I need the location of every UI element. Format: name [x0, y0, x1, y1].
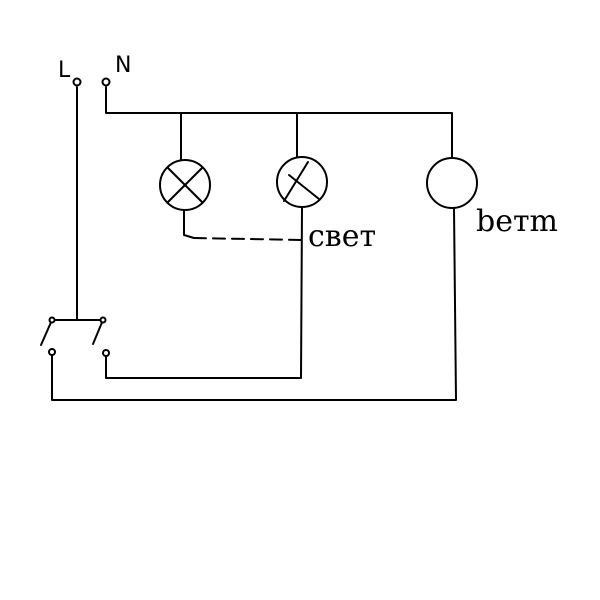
- lamp-2-cross-lamp-icon: [276, 156, 328, 208]
- switch-contact-left: [48, 348, 56, 356]
- switch-blade-right: [92, 319, 104, 345]
- switch-contact-right: [102, 349, 110, 357]
- fan-label: bетm: [476, 204, 558, 239]
- neutral-terminal-icon: [101, 77, 111, 87]
- switch-blade-left: [40, 319, 53, 346]
- line-terminal-label: L: [58, 58, 71, 83]
- double-switch: [40, 316, 110, 357]
- line-terminal-icon: [72, 77, 82, 87]
- neutral-bus-wire: [105, 86, 453, 161]
- labels: L N свет bетm: [58, 53, 558, 254]
- lamp-1-lower-lead: [183, 209, 195, 239]
- switch-pivot-right: [99, 316, 107, 324]
- lamp-1-cross-lamp-icon: [159, 159, 211, 211]
- fan-return-wire: [51, 207, 457, 401]
- lamp-2-return-wire: [105, 206, 303, 379]
- light-label: свет: [308, 219, 376, 254]
- neutral-terminal-label: N: [115, 53, 131, 78]
- fan-circle-load-icon: [426, 157, 478, 209]
- wires: [51, 86, 457, 401]
- switch-pivot-left: [48, 316, 56, 324]
- supply-terminals: [72, 77, 111, 87]
- lamp-link-dashed: [193, 237, 303, 241]
